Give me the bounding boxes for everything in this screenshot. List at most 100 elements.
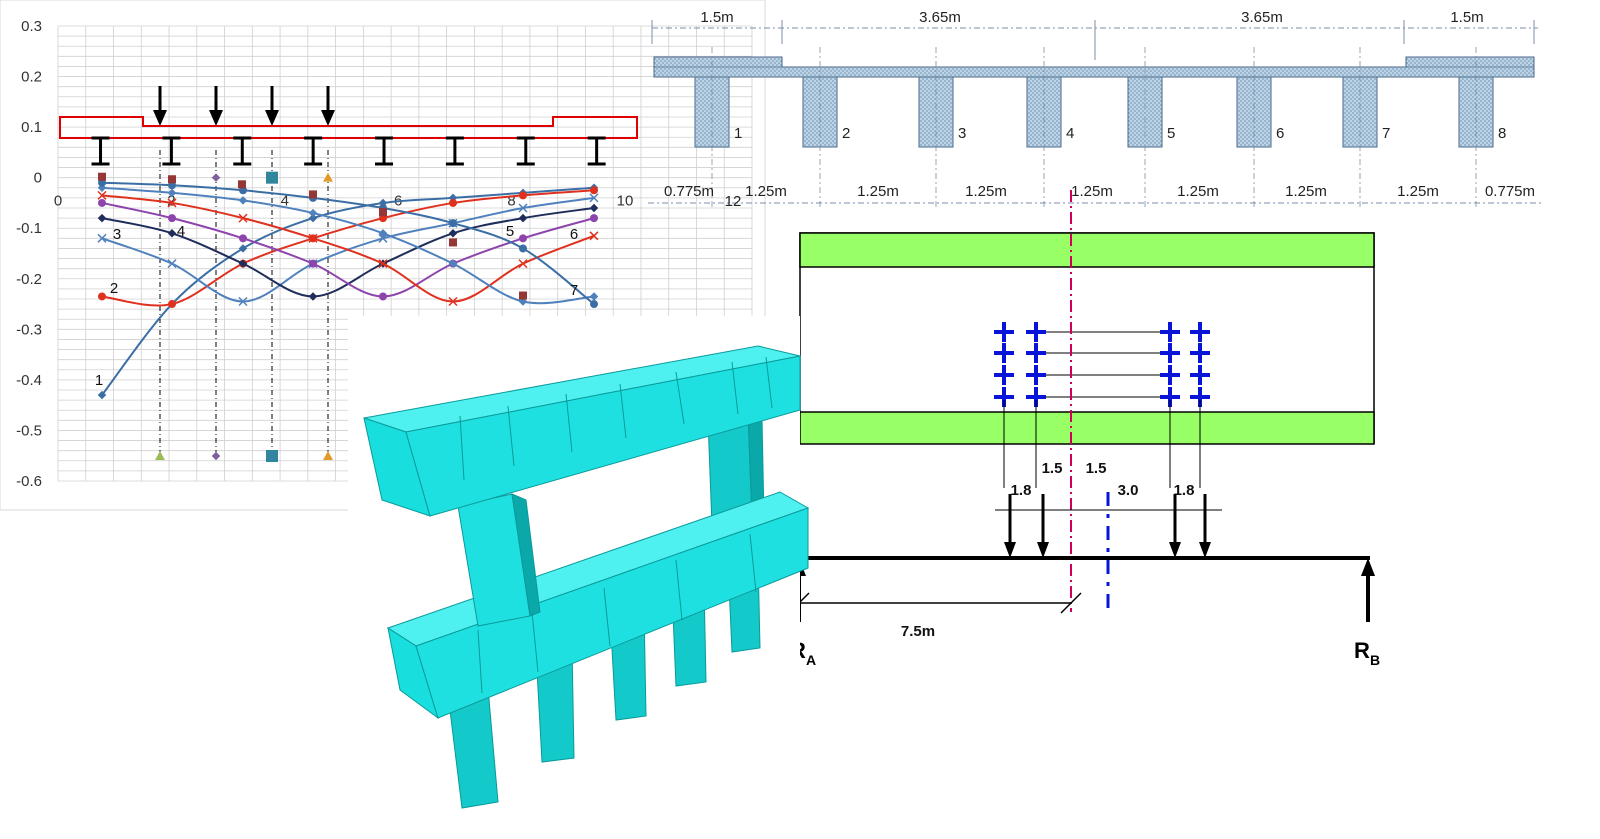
series-point <box>379 292 387 301</box>
series-line-2 <box>101 189 595 307</box>
marker-triangle <box>323 172 333 182</box>
bottom-dim-label: 1.25m <box>857 183 899 200</box>
marker-square <box>168 175 176 184</box>
series-point <box>97 213 107 223</box>
series-point <box>238 244 248 253</box>
top-dim-label-2: 3.65m <box>919 9 961 26</box>
marker-square <box>449 238 457 247</box>
series-point <box>378 229 388 238</box>
bottom-dim-label: 0.775m <box>664 183 714 200</box>
series-point <box>309 259 317 268</box>
plan-label-1-5-left: 1.5 <box>1042 460 1063 477</box>
x-tick-label: 0 <box>54 193 62 210</box>
span-label: 7.5m <box>901 623 935 640</box>
top-dim-label-1: 1.5m <box>700 9 733 26</box>
y-tick-label: -0.1 <box>16 220 42 237</box>
y-tick-label: -0.6 <box>16 473 42 490</box>
model-geometry <box>363 345 810 809</box>
marker-square <box>519 291 527 300</box>
wheel-load-arrow-head <box>1004 542 1016 558</box>
x-tick-label: 10 <box>617 193 634 210</box>
plan-bottom-band <box>799 411 1375 445</box>
girder-label-5: 5 <box>1167 125 1175 142</box>
chart-series-group <box>97 178 599 400</box>
series-point <box>449 219 457 228</box>
series-point <box>589 231 599 241</box>
wheel-lane-lines <box>1036 331 1170 398</box>
top-dim-ticks <box>651 20 1535 60</box>
series-point <box>378 233 388 243</box>
x-tick-label: 2 <box>167 193 175 210</box>
series-point <box>448 229 458 238</box>
series-point <box>98 292 106 301</box>
marker-big-square <box>266 450 278 462</box>
wheel-load-arrow-head <box>1037 542 1049 558</box>
y-tick-label: -0.5 <box>16 422 42 439</box>
bottom-dim-label: 0.775m <box>1485 183 1535 200</box>
marker-square <box>379 208 387 217</box>
beam-load-arrows <box>1004 494 1211 558</box>
series-point <box>98 198 106 207</box>
marker-diamond <box>211 451 221 461</box>
series-point <box>238 196 248 205</box>
series-point <box>378 259 388 269</box>
girder-label-2: 2 <box>842 125 850 142</box>
y-tick-label: 0.1 <box>21 119 42 136</box>
series-line-5 <box>101 201 595 298</box>
y-tick-label: -0.2 <box>16 271 42 288</box>
series-point <box>167 198 177 208</box>
y-tick-label: -0.4 <box>16 372 42 389</box>
wheel-load-arrow-head <box>1199 542 1211 558</box>
plan-label-1-8-right: 1.8 <box>1174 482 1195 499</box>
series-line-7 <box>101 186 595 305</box>
girder-label-7: 7 <box>1382 125 1390 142</box>
load-arrow-head <box>265 110 279 126</box>
curve-label: 4 <box>177 223 185 240</box>
plan-label-1-5-right: 1.5 <box>1086 460 1107 477</box>
bottom-dim-label: 1.25m <box>1071 183 1113 200</box>
series-point <box>308 213 318 223</box>
reaction-b-subscript: B <box>1370 652 1380 668</box>
top-dim-label-4: 1.5m <box>1450 9 1483 26</box>
series-point <box>518 259 528 269</box>
bottom-dim-label: 1.25m <box>1397 183 1439 200</box>
chart-y-ticks: 0.30.20.10-0.1-0.2-0.3-0.4-0.5-0.6 <box>16 18 42 490</box>
series-point <box>590 214 598 223</box>
load-arrow-head <box>153 110 167 126</box>
marker-square <box>98 172 106 181</box>
chart-markers <box>98 171 527 462</box>
top-dim-label-3: 3.65m <box>1241 9 1283 26</box>
series-line-6 <box>101 194 595 303</box>
x-tick-label: 4 <box>281 193 289 210</box>
series-point <box>167 259 177 269</box>
series-point <box>519 244 527 253</box>
marker-square <box>238 180 246 189</box>
girder-label-4: 4 <box>1066 125 1074 142</box>
y-tick-label: -0.3 <box>16 321 42 338</box>
wheel-load-arrow-head <box>1169 542 1181 558</box>
plan-top-band <box>799 232 1375 268</box>
marker-triangle <box>323 451 333 460</box>
series-point <box>167 188 177 198</box>
y-tick-label: 0.2 <box>21 69 42 86</box>
series-point <box>239 234 247 243</box>
curve-label: 3 <box>113 226 121 243</box>
series-line-3 <box>101 196 595 303</box>
curve-label: 2 <box>110 280 118 297</box>
load-arrow-head <box>321 110 335 126</box>
series-point <box>238 296 248 307</box>
girder-label-8: 8 <box>1498 125 1506 142</box>
series-point <box>167 229 177 238</box>
curve-label: 5 <box>506 223 514 240</box>
girder-label-1: 1 <box>734 125 742 142</box>
series-point <box>238 213 248 223</box>
girder-label-3: 3 <box>958 125 966 142</box>
wheel-load-crosses <box>994 322 1210 407</box>
curve-label: 6 <box>570 226 578 243</box>
series-point <box>448 259 458 268</box>
